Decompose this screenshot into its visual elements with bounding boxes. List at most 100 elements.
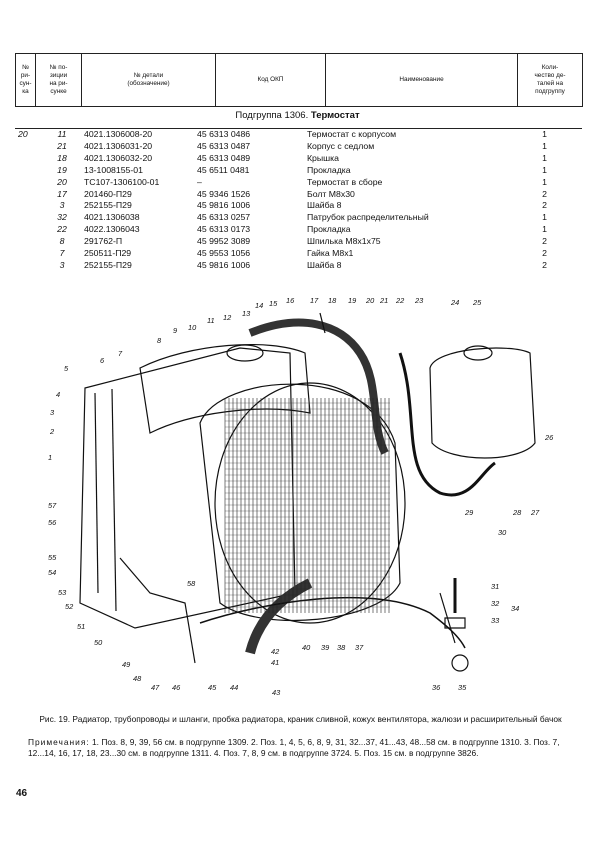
cell-part-no: ТС107-1306100-01 xyxy=(84,176,160,187)
callout-30: 30 xyxy=(498,528,507,537)
callout-51: 51 xyxy=(77,622,85,631)
cell-pos: 17 xyxy=(57,188,67,199)
cell-fig xyxy=(18,248,40,260)
cell-name: Шайба 8 xyxy=(307,200,342,211)
notes-text: 1. Поз. 8, 9, 39, 56 см. в подгруппе 130… xyxy=(28,737,560,758)
cell-fig xyxy=(18,153,40,165)
callout-15: 15 xyxy=(269,299,278,308)
cell-qty: 2 xyxy=(542,259,547,270)
callout-57: 57 xyxy=(48,501,57,510)
callout-5: 5 xyxy=(64,364,69,373)
table-row: 8 291762-П 45 9952 3089 Шпилька М8х1х75 2 xyxy=(18,236,580,248)
header-position-number: № по- зиции на ри- сунке xyxy=(35,53,82,107)
cell-part-no: 4022.1306043 xyxy=(84,224,140,235)
callout-58: 58 xyxy=(187,579,196,588)
callout-14: 14 xyxy=(255,301,263,310)
subgroup-title: Подгруппа 1306. Термостат xyxy=(0,110,595,121)
cell-pos: 3 xyxy=(59,200,65,211)
cell-qty: 1 xyxy=(542,164,547,175)
callout-47: 47 xyxy=(151,683,160,692)
callout-38: 38 xyxy=(337,643,346,652)
cell-qty: 2 xyxy=(542,236,547,247)
callout-23: 23 xyxy=(414,296,424,305)
callout-7: 7 xyxy=(118,349,123,358)
header-part-number: № детали (обозначение) xyxy=(81,53,216,107)
cell-qty: 1 xyxy=(542,129,547,139)
notes-label: Примечания: xyxy=(28,737,90,747)
header-quantity: Коли- чество де- талей на подгруппу xyxy=(517,53,583,107)
callout-31: 31 xyxy=(491,582,499,591)
cell-name: Крышка xyxy=(307,152,339,163)
callout-55: 55 xyxy=(48,553,57,562)
callout-16: 16 xyxy=(286,296,295,305)
cell-name: Гайка М8х1 xyxy=(307,248,354,259)
callout-34: 34 xyxy=(511,604,519,613)
callout-32: 32 xyxy=(491,599,499,608)
callout-45: 45 xyxy=(208,683,217,692)
cell-part-no: 4021.1306031-20 xyxy=(84,140,153,151)
cell-qty: 1 xyxy=(542,140,547,151)
cell-pos: 11 xyxy=(57,129,67,139)
callout-3: 3 xyxy=(50,408,55,417)
cell-okp: 45 9553 1056 xyxy=(197,248,251,259)
cell-fig xyxy=(18,189,40,201)
callout-26: 26 xyxy=(544,433,554,442)
cell-pos: 19 xyxy=(57,164,67,175)
drain-knob xyxy=(451,654,469,672)
cell-okp: – xyxy=(197,176,202,187)
callout-2: 2 xyxy=(49,427,54,436)
drain-cable xyxy=(199,596,466,649)
expansion-tank-cap xyxy=(463,345,493,361)
cell-name: Шайба 8 xyxy=(307,259,342,270)
callout-49: 49 xyxy=(122,660,130,669)
cell-okp: 45 6313 0257 xyxy=(197,212,251,223)
table-header: № ри- сун- ка № по- зиции на ри- сунке №… xyxy=(15,53,583,107)
callout-29: 29 xyxy=(464,508,473,517)
cell-pos: 8 xyxy=(59,236,65,247)
cell-fig xyxy=(18,165,40,177)
callout-24: 24 xyxy=(450,298,459,307)
callout-6: 6 xyxy=(100,356,105,365)
cell-fig xyxy=(18,212,40,224)
subgroup-prefix: Подгруппа 1306. xyxy=(235,110,309,121)
callout-12: 12 xyxy=(223,313,231,322)
cell-qty: 2 xyxy=(542,200,547,211)
cell-part-no: 4021.1306032-20 xyxy=(84,152,153,163)
lower-hose xyxy=(245,578,313,655)
callout-1: 1 xyxy=(48,453,52,462)
cell-okp: 45 6313 0489 xyxy=(197,152,251,163)
cell-qty: 1 xyxy=(542,224,547,235)
cell-fig xyxy=(18,200,40,212)
cell-okp: 45 9952 3089 xyxy=(197,236,251,247)
cell-name: Шпилька М8х1х75 xyxy=(307,236,381,247)
cell-fig xyxy=(18,141,40,153)
callout-40: 40 xyxy=(302,643,311,652)
divider xyxy=(15,128,582,129)
cell-pos: 21 xyxy=(57,140,67,151)
callout-20: 20 xyxy=(365,296,375,305)
cell-name: Патрубок распределительный xyxy=(307,212,429,223)
cell-qty: 1 xyxy=(542,212,547,223)
callout-52: 52 xyxy=(65,602,73,611)
callout-50: 50 xyxy=(94,638,103,647)
cell-pos: 32 xyxy=(57,212,67,223)
cell-fig xyxy=(18,177,40,189)
cell-okp: 45 6313 0486 xyxy=(197,129,251,139)
callout-4: 4 xyxy=(56,390,60,399)
cell-part-no: 4021.1306038 xyxy=(84,212,140,223)
callout-25: 25 xyxy=(472,298,482,307)
callout-18: 18 xyxy=(328,296,337,305)
cell-part-no: 291762-П xyxy=(84,236,123,247)
cell-okp: 45 9346 1526 xyxy=(197,188,251,199)
callout-11: 11 xyxy=(207,316,215,325)
cell-qty: 2 xyxy=(542,248,547,259)
callout-56: 56 xyxy=(48,518,57,527)
callout-28: 28 xyxy=(512,508,522,517)
